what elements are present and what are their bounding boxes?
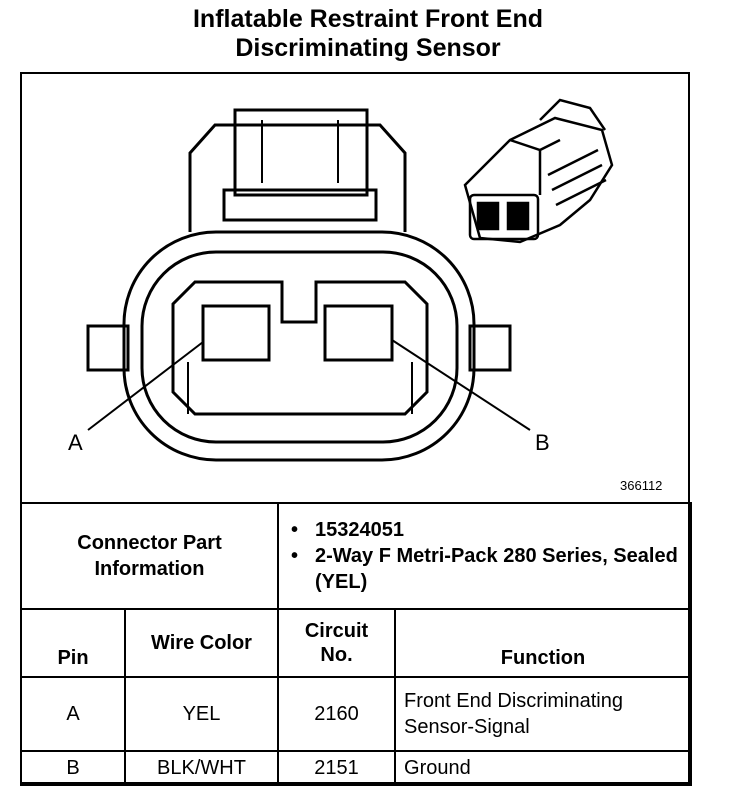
row-b-wire-color: BLK/WHT [123, 750, 280, 786]
header-function: Function [394, 608, 693, 678]
title-line-1: Inflatable Restraint Front End [192, 5, 544, 33]
connector-info-values: 15324051 2-Way F Metri-Pack 280 Series, … [277, 502, 693, 610]
table-header-row: Pin Wire Color Circuit No. Function [20, 608, 693, 678]
locking-tab [188, 123, 407, 232]
row-b-pin: B [20, 750, 126, 786]
row-a-wire-color: YEL [123, 676, 280, 752]
figure-number: 366112 [620, 478, 663, 493]
connector-table: Connector Part Information 15324051 2-Wa… [19, 502, 693, 786]
connector-type: 2-Way F Metri-Pack 280 Series, Sealed (Y… [291, 543, 682, 595]
connector-info-row: Connector Part Information 15324051 2-Wa… [19, 502, 693, 610]
row-a-function: Front End Discriminating Sensor-Signal [394, 676, 693, 752]
latch-base [222, 188, 378, 222]
row-b-circuit-no: 2151 [277, 750, 397, 786]
row-b-function: Ground [394, 750, 693, 786]
pin-a-label: A [68, 430, 83, 455]
part-number: 15324051 [291, 517, 682, 543]
connector-cavity [171, 280, 429, 416]
title-line-2: Discriminating Sensor [235, 34, 501, 62]
header-pin: Pin [20, 608, 126, 678]
pin-b-label: B [535, 430, 550, 455]
connector-info-label: Connector Part Information [19, 502, 280, 610]
pin-a-cavity [201, 304, 271, 362]
header-wire-color: Wire Color [123, 608, 280, 678]
latch [233, 108, 369, 197]
connector-body-outer [122, 230, 476, 462]
pin-b-cavity [323, 304, 394, 362]
connector-body-seal [140, 250, 459, 444]
right-ear [468, 324, 512, 372]
row-a-circuit-no: 2160 [277, 676, 397, 752]
connector-illustration [463, 98, 614, 244]
pin-a-leader [87, 341, 204, 431]
table-row: B BLK/WHT 2151 Ground [20, 750, 693, 786]
row-a-pin: A [20, 676, 126, 752]
table-row: A YEL 2160 Front End Discriminating Sens… [20, 676, 693, 752]
left-ear [86, 324, 130, 372]
header-circuit-no: Circuit No. [277, 608, 397, 678]
pin-b-leader [391, 339, 531, 431]
